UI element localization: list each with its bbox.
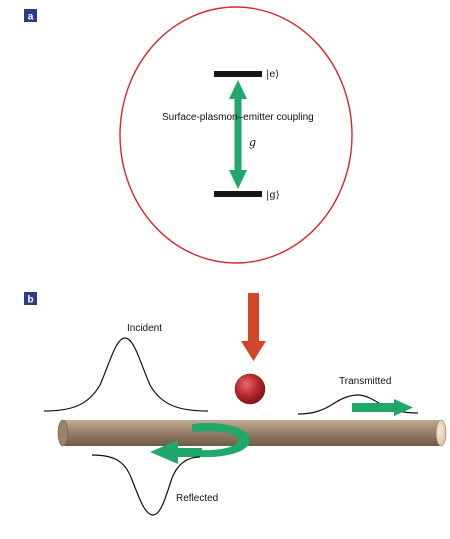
- svg-text:b: b: [27, 295, 33, 306]
- transmitted-label: Transmitted: [339, 376, 391, 387]
- nanowire: [57, 419, 447, 447]
- transmitted-arrow: [352, 399, 413, 416]
- ground-state-level: [214, 191, 262, 197]
- reflected-label: Reflected: [176, 493, 218, 504]
- emitter-sphere: [234, 373, 266, 405]
- svg-text:a: a: [28, 12, 34, 23]
- coupling-label: Surface-plasmon–emitter coupling: [162, 112, 314, 123]
- reflected-pulse: [91, 454, 201, 516]
- coupling-symbol: g: [249, 136, 256, 149]
- excitation-arrow: [241, 293, 266, 361]
- excited-state-label: |e⟩: [266, 69, 279, 80]
- excited-state-level: [214, 71, 262, 77]
- incident-pulse: [43, 337, 209, 412]
- reflected-arrow: [150, 422, 250, 464]
- panel-b-label: b: [24, 292, 37, 306]
- cavity-circle: [119, 6, 353, 264]
- ground-state-label: |g⟩: [266, 190, 280, 201]
- panel-a-label: a: [24, 9, 37, 23]
- incident-label: Incident: [127, 323, 162, 334]
- coupling-double-arrow: [229, 80, 247, 189]
